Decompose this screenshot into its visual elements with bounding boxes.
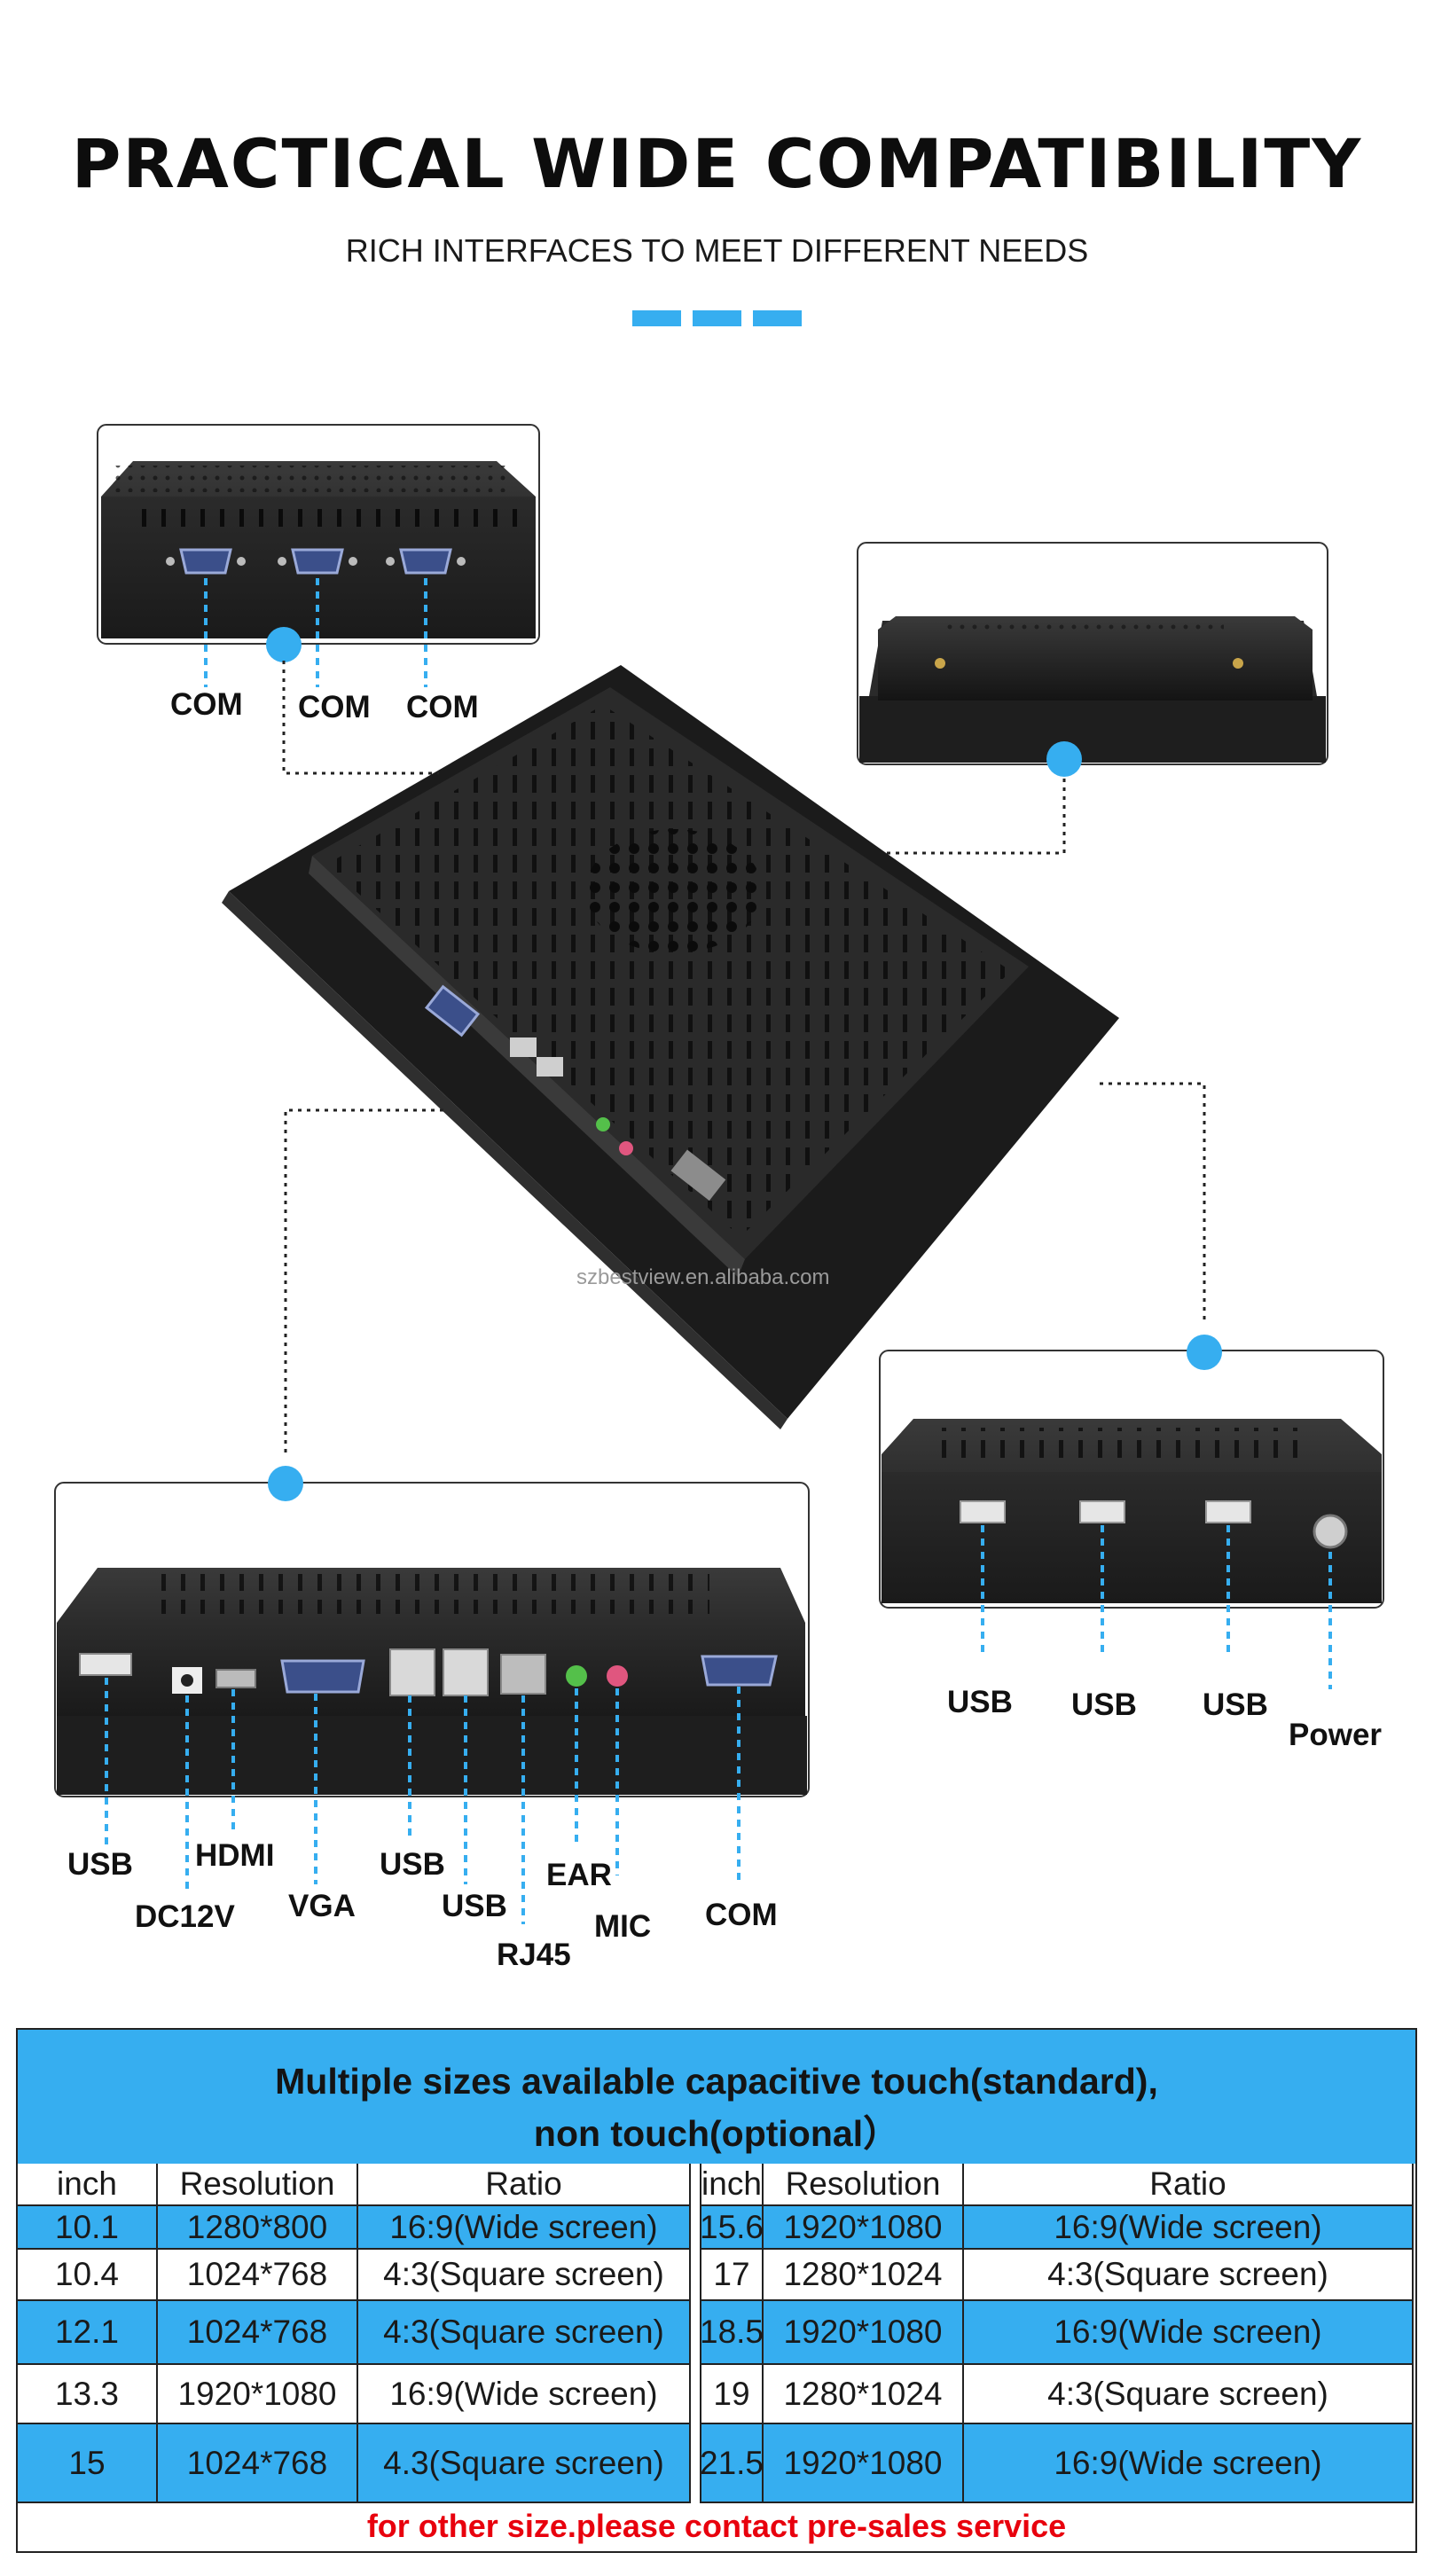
port-icons <box>79 1648 778 1696</box>
table-cell-inch: 10.4 <box>18 2250 158 2301</box>
table-divider <box>691 2164 701 2503</box>
table-cell-resolution: 1024*768 <box>158 2250 358 2301</box>
table-cell-resolution: 1920*1080 <box>158 2365 358 2424</box>
label-usb-2: USB <box>380 1847 445 1882</box>
accent-dash <box>632 310 681 326</box>
label-vga: VGA <box>288 1889 356 1923</box>
label-usb-right-2: USB <box>1071 1687 1137 1722</box>
label-com-3: COM <box>406 690 479 724</box>
table-cell-inch: 18.5 <box>700 2301 764 2365</box>
product-illustration <box>54 424 1384 1924</box>
table-cell-resolution: 1280*1024 <box>764 2365 964 2424</box>
io-ports-panel <box>54 1466 810 1924</box>
label-usb-right-1: USB <box>947 1685 1013 1719</box>
table-cell-ratio: 16:9(Wide screen) <box>358 2365 691 2424</box>
label-power: Power <box>1289 1718 1383 1752</box>
table-cell-inch: 15.6 <box>700 2206 764 2250</box>
table-cell-ratio: 4:3(Square screen) <box>964 2250 1414 2301</box>
table-cell-inch: 10.1 <box>18 2206 158 2250</box>
table-cell-inch: 17 <box>701 2250 764 2301</box>
com-ports-panel <box>97 424 540 687</box>
column-header-resolution: Resolution <box>764 2164 964 2206</box>
table-cell-ratio: 4.3(Square screen) <box>358 2424 691 2503</box>
table-cell-inch: 15 <box>18 2424 158 2503</box>
table-cell-resolution: 1024*768 <box>158 2424 358 2503</box>
table-cell-resolution: 1920*1080 <box>764 2424 964 2503</box>
table-cell-ratio: 16:9(Wide screen) <box>964 2206 1414 2250</box>
table-cell-ratio: 4:3(Square screen) <box>358 2250 691 2301</box>
label-usb-1: USB <box>67 1847 133 1882</box>
table-cell-inch: 19 <box>701 2365 764 2424</box>
label-ear: EAR <box>546 1858 612 1892</box>
label-dc12v: DC12V <box>135 1899 235 1934</box>
table-cell-inch: 21.5 <box>700 2424 764 2503</box>
table-cell-resolution: 1024*768 <box>158 2301 358 2365</box>
label-mic: MIC <box>594 1909 652 1944</box>
label-com-bottom: COM <box>705 1898 778 1932</box>
table-cell-resolution: 1920*1080 <box>764 2206 964 2250</box>
table-cell-ratio: 16:9(Wide screen) <box>358 2206 691 2250</box>
contact-note: for other size.please contact pre-sales … <box>366 2508 1067 2544</box>
column-header-inch: inch <box>701 2164 764 2206</box>
label-usb-right-3: USB <box>1203 1687 1268 1722</box>
column-header-ratio: Ratio <box>964 2164 1414 2206</box>
label-com-2: COM <box>298 690 371 724</box>
label-usb-3: USB <box>442 1889 507 1923</box>
table-heading-line2: non touch(optional） <box>533 2113 900 2154</box>
accent-dash <box>693 310 741 326</box>
label-com-1: COM <box>170 687 243 722</box>
column-header-inch: inch <box>18 2164 158 2206</box>
column-header-resolution: Resolution <box>158 2164 358 2206</box>
table-heading: Multiple sizes available capacitive touc… <box>18 2030 1415 2164</box>
table-cell-resolution: 1920*1080 <box>764 2301 964 2365</box>
page-title: PRACTICAL WIDE COMPATIBILITY <box>71 124 1363 203</box>
table-cell-ratio: 4:3(Square screen) <box>964 2365 1414 2424</box>
table-cell-resolution: 1280*1024 <box>764 2250 964 2301</box>
panel-pc-main <box>222 661 1206 1454</box>
page-subtitle: RICH INTERFACES TO MEET DIFFERENT NEEDS <box>345 232 1089 269</box>
com-port-icon <box>278 548 357 575</box>
watermark: szbestview.en.alibaba.com <box>576 1265 830 1289</box>
label-hdmi: HDMI <box>195 1838 275 1873</box>
size-spec-table: Multiple sizes available capacitive touc… <box>16 2028 1417 2553</box>
table-cell-ratio: 16:9(Wide screen) <box>964 2301 1414 2365</box>
rear-top-panel <box>857 542 1328 777</box>
table-cell-inch: 13.3 <box>18 2365 158 2424</box>
table-cell-inch: 12.1 <box>18 2301 158 2365</box>
table-cell-ratio: 4:3(Square screen) <box>358 2301 691 2365</box>
table-heading-line1: Multiple sizes available capacitive touc… <box>275 2061 1158 2102</box>
label-rj45: RJ45 <box>497 1938 571 1972</box>
table-cell-ratio: 16:9(Wide screen) <box>964 2424 1414 2503</box>
com-port-icon <box>166 548 246 575</box>
com-port-icon <box>386 548 466 575</box>
table-cell-resolution: 1280*800 <box>158 2206 358 2250</box>
usb-ports-panel <box>879 1335 1384 1689</box>
column-header-ratio: Ratio <box>358 2164 691 2206</box>
accent-dash <box>753 310 802 326</box>
